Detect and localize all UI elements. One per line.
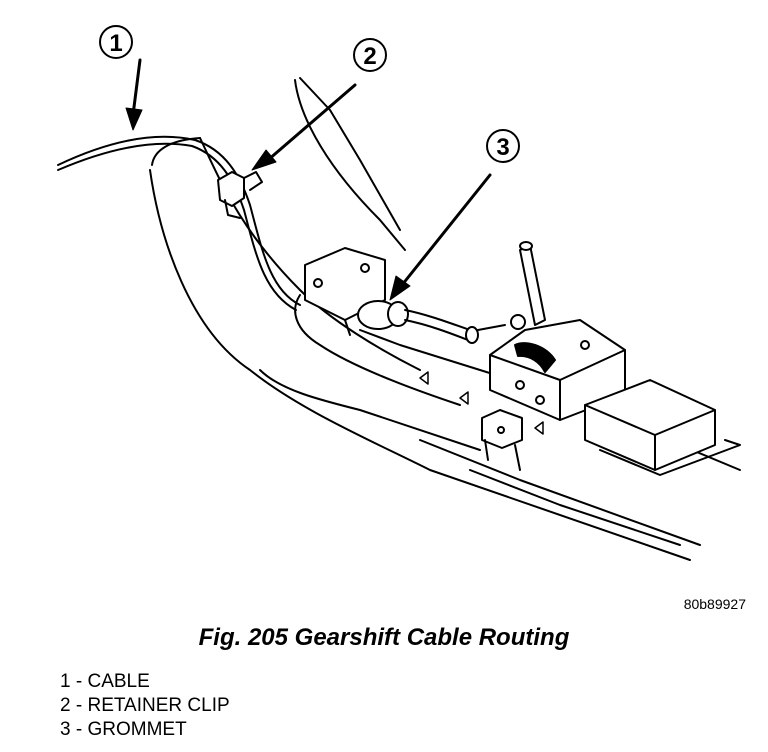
legend-item: 1 - CABLE (60, 670, 230, 694)
legend-item-label: CABLE (87, 671, 150, 692)
callout-2: 2 (251, 38, 387, 171)
retainer-clip (217, 171, 263, 219)
callout-3: 3 (389, 129, 520, 301)
legend-item-number: 2 (60, 695, 71, 716)
cable (57, 135, 301, 311)
routing-arrows (419, 371, 544, 435)
legend-item: 2 - RETAINER CLIP (60, 694, 230, 718)
shifter-assembly (489, 241, 626, 421)
callout-1: 1 (99, 25, 143, 131)
legend-item-label: RETAINER CLIP (87, 695, 230, 716)
lower-clip (481, 409, 523, 471)
mounting-bracket (304, 247, 386, 336)
legend-item: 3 - GROMMET (60, 718, 230, 742)
callout-1-number: 1 (109, 30, 122, 57)
legend-item-label: GROMMET (87, 719, 187, 740)
module-box (584, 379, 741, 476)
legend-item-separator: - (70, 695, 88, 716)
figure-id-code: 80b89927 (683, 596, 746, 612)
grommet (357, 300, 526, 344)
legend-item-separator: - (70, 671, 88, 692)
legend-list: 1 - CABLE 2 - RETAINER CLIP 3 - GROMMET (60, 670, 230, 742)
gearshift-cable-drawing: 1 2 3 (57, 25, 741, 561)
legend-item-number: 1 (60, 671, 71, 692)
figure-caption: Fig. 205 Gearshift Cable Routing (198, 624, 570, 651)
legend-item-number: 3 (60, 719, 71, 740)
legend-item-separator: - (70, 719, 88, 740)
callout-2-number: 2 (363, 43, 376, 70)
console-tunnel (149, 77, 741, 561)
callout-3-number: 3 (496, 134, 509, 161)
